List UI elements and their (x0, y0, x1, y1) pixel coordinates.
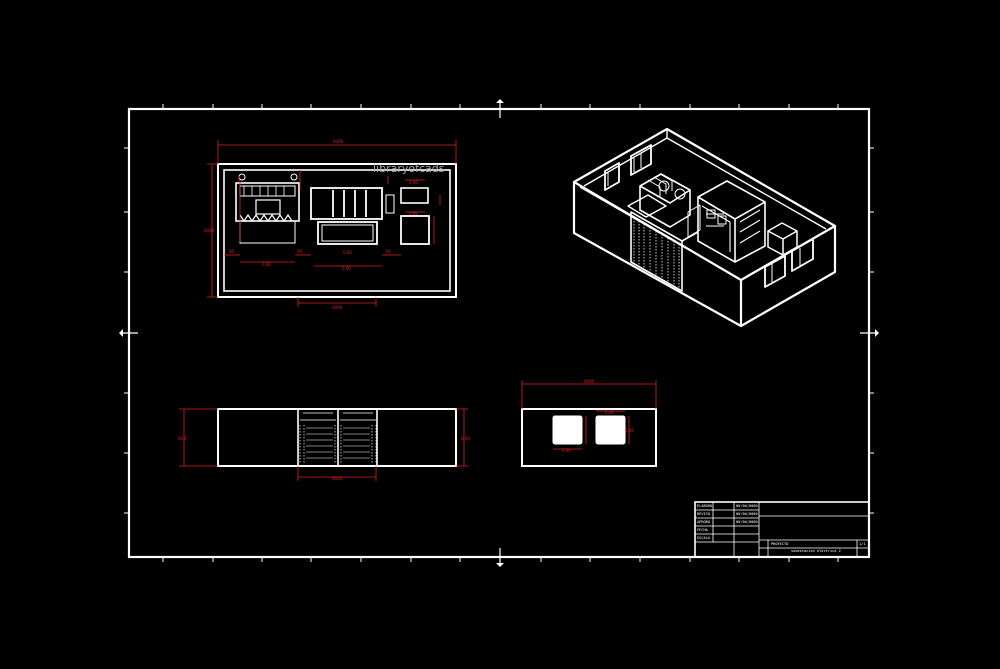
dim-side-bottom: 0.00 (562, 448, 571, 453)
title-cell: ELABORO (697, 504, 712, 508)
title-block: ELABORO REVISO APROBO FECHA ESCALA 00/00… (694, 501, 870, 558)
dim-plan-left: 0000 (204, 228, 215, 233)
plan-dimensions: 0000 0000 0000 00 0.00 00 0.00 00 0.00 0… (204, 139, 457, 310)
plan-view: 0000 0000 0000 00 0.00 00 0.00 00 0.00 0… (204, 139, 457, 310)
title-project: PROYECTO (771, 542, 788, 546)
dim-plan-sub: 00 (297, 249, 303, 254)
side-dimensions: 0000 0.00 0.00 0.00 (521, 379, 657, 453)
title-cell: 00/00/0000 (736, 504, 758, 508)
dim-side-right: 0.00 (625, 428, 634, 433)
sheet-frame (119, 99, 879, 567)
watermark: libraryofcads (373, 162, 445, 175)
title-cell: REVISO (697, 512, 710, 516)
title-cell: FECHA (697, 528, 709, 532)
side-elevation: 0000 0.00 0.00 0.00 (521, 379, 657, 467)
dim-front-bottom: 0000 (332, 476, 343, 481)
front-elevation: 00.0 0.00 0000 (178, 408, 470, 481)
dim-plan-sub: 00 (386, 249, 392, 254)
front-dimensions: 00.0 0.00 0000 (178, 408, 470, 481)
dim-plan-sub: 0.00 (409, 211, 418, 216)
dim-plan-sub: 0.00 (343, 250, 352, 255)
dim-plan-top: 0000 (333, 139, 344, 144)
dim-front-left: 00.0 (178, 436, 187, 441)
title-cell: 00/00/0000 (736, 512, 758, 516)
title-cell: 00/00/0000 (736, 520, 758, 524)
dim-plan-bottom: 0000 (332, 305, 343, 310)
dim-plan-sub: 00 (229, 249, 235, 254)
title-sheet-name: subestacion electrica 2 (791, 549, 841, 553)
title-cell: ESCALA (697, 536, 711, 540)
dim-plan-sub: 0.00 (262, 262, 271, 267)
dim-plan-sub: 0.00 (342, 266, 351, 271)
dim-plan-sub: 0.00 (409, 180, 418, 185)
dim-side-top: 0000 (584, 379, 595, 384)
dim-side-inner: 0.00 (605, 410, 614, 415)
dim-front-right: 0.00 (461, 436, 470, 441)
isometric-view (572, 127, 837, 328)
title-cell: APROBO (697, 520, 710, 524)
title-sheet-number: 1/1 (859, 542, 866, 546)
